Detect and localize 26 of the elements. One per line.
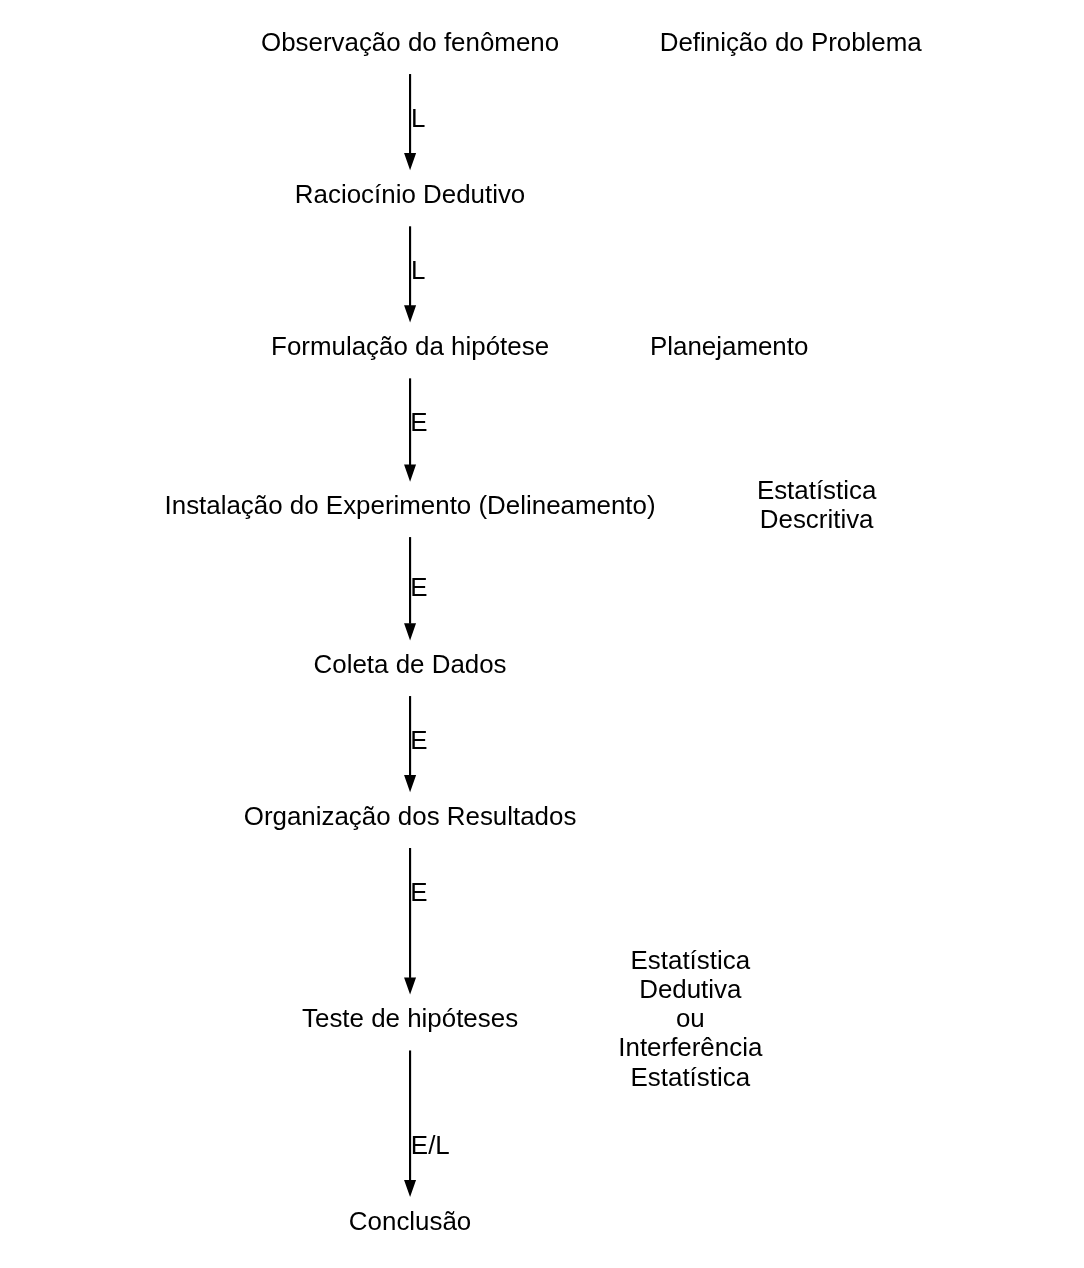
arrow <box>403 696 416 793</box>
arrow <box>403 1050 416 1198</box>
node-text: Formulação da hipótese <box>270 332 549 361</box>
edge-label: E <box>409 573 428 602</box>
edge-label: L <box>410 103 425 132</box>
node-text: Instalação do Experimento (Delineamento) <box>164 490 656 519</box>
edge-label: E <box>409 408 428 437</box>
node-text: Organização dos Resultados <box>243 801 576 830</box>
node-text: Coleta de Dados <box>313 649 507 678</box>
node-text: Conclusão <box>348 1206 471 1235</box>
arrow <box>403 537 416 641</box>
edge-label: E/L <box>410 1130 450 1159</box>
node-text: Teste de hipóteses <box>301 1004 518 1033</box>
edge-label: L <box>410 255 425 284</box>
label: Definição do Problema <box>659 27 922 56</box>
arrow <box>403 378 416 482</box>
node-text: Observação do fenômeno <box>260 27 559 56</box>
label: Planejamento <box>649 332 808 361</box>
arrow <box>403 226 416 323</box>
arrow <box>403 848 416 995</box>
node-text: Raciocínio Dedutivo <box>294 179 525 208</box>
label: Estatística Dedutiva ou Interferência Estatística <box>617 945 762 1091</box>
label: Estatística Descritiva <box>756 476 876 534</box>
edge-label: E <box>409 877 428 906</box>
edge-label: E <box>409 725 428 754</box>
arrow <box>403 74 416 171</box>
